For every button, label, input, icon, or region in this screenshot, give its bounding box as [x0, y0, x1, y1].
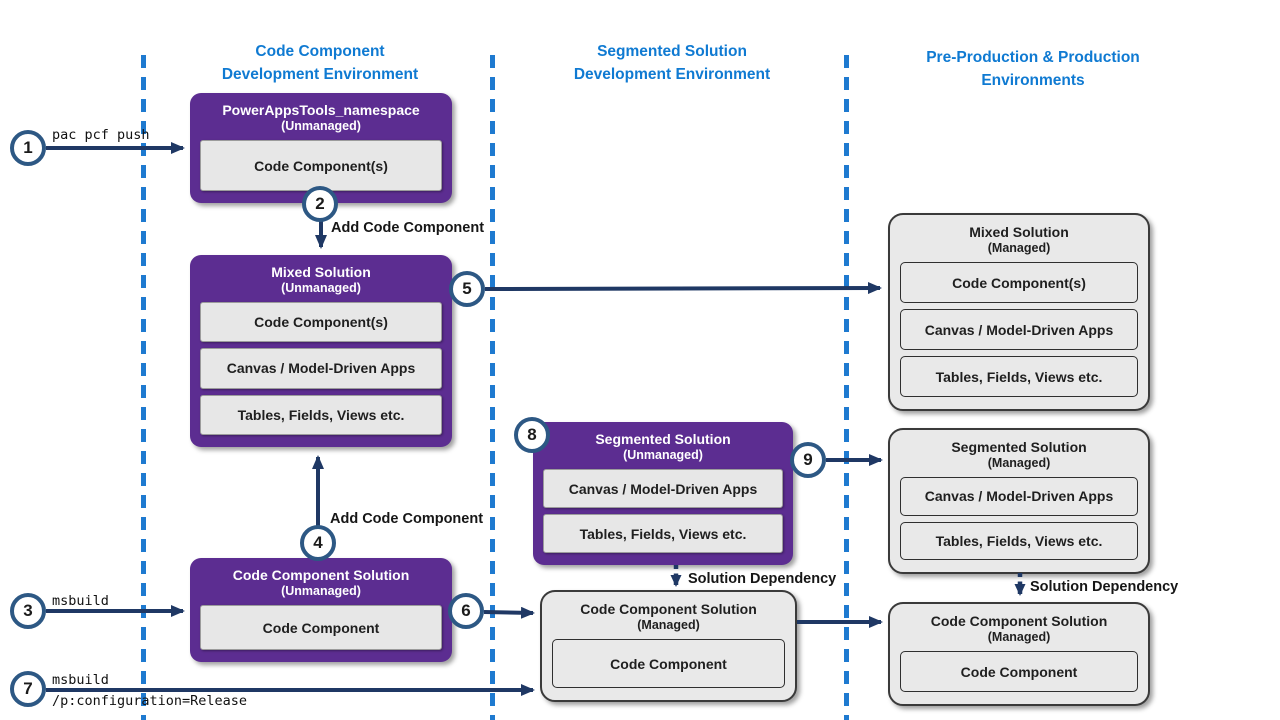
box-subtitle: (Managed) — [987, 241, 1051, 255]
solution-item: Canvas / Model-Driven Apps — [200, 348, 442, 389]
box-subtitle: (Managed) — [987, 630, 1051, 644]
solution-item: Code Component — [552, 639, 785, 688]
box-segmented-solution-unmanaged: Segmented Solution (Unmanaged) Canvas / … — [533, 422, 793, 565]
step-circle-2: 2 — [302, 186, 338, 222]
box-title: Code Component Solution — [232, 567, 410, 583]
label-solution-dependency-right: Solution Dependency — [1030, 579, 1179, 595]
step-circle-3: 3 — [10, 593, 46, 629]
box-title: Code Component Solution — [580, 601, 757, 617]
box-title: Mixed Solution — [271, 264, 371, 280]
column-header-segmented-dev: Segmented Solution Development Environme… — [573, 43, 771, 83]
solution-item: Tables, Fields, Views etc. — [200, 394, 442, 435]
step-circle-6: 6 — [448, 593, 484, 629]
label-msbuild-step7-line1: msbuild — [52, 672, 109, 688]
label-add-code-component-step2: Add Code Component — [331, 220, 485, 236]
solution-item: Canvas / Model-Driven Apps — [900, 477, 1138, 516]
box-subtitle: (Managed) — [637, 618, 700, 632]
label-msbuild-step3: msbuild — [52, 593, 109, 609]
env-divider-middle — [490, 55, 495, 720]
solution-item: Code Component — [900, 651, 1138, 692]
solution-item: Code Component(s) — [200, 302, 442, 343]
box-mixed-solution-managed: Mixed Solution (Managed) Code Component(… — [888, 213, 1150, 411]
box-segmented-solution-managed: Segmented Solution (Managed) Canvas / Mo… — [888, 428, 1150, 574]
column-header-code-component-dev: Code Component Development Environment — [221, 43, 419, 83]
box-subtitle: (Unmanaged) — [281, 119, 361, 133]
box-title: Code Component Solution — [930, 613, 1108, 629]
box-code-component-solution-unmanaged: Code Component Solution (Unmanaged) Code… — [190, 558, 452, 662]
label-solution-dependency-mid: Solution Dependency — [688, 571, 837, 587]
box-code-component-solution-managed-mid: Code Component Solution (Managed) Code C… — [540, 590, 797, 702]
label-msbuild-step7-line2: /p:configuration=Release — [52, 693, 248, 709]
arrow-step5-export-mixed — [484, 282, 882, 295]
env-divider-right — [844, 55, 849, 720]
solution-item: Code Component(s) — [900, 262, 1138, 303]
box-title: PowerAppsTools_namespace — [222, 102, 420, 118]
solution-item: Code Component(s) — [200, 140, 442, 191]
box-mixed-solution-unmanaged: Mixed Solution (Unmanaged) Code Componen… — [190, 255, 452, 447]
label-add-code-component-step4: Add Code Component — [330, 511, 484, 527]
label-msbuild-step7: msbuild /p:configuration=Release — [52, 670, 247, 712]
box-title: Segmented Solution — [595, 431, 731, 447]
solution-item: Code Component — [200, 605, 442, 650]
step-circle-9: 9 — [790, 442, 826, 478]
box-title: Segmented Solution — [951, 439, 1087, 455]
label-pac-pcf-push: pac pcf push — [52, 127, 150, 143]
solution-item: Tables, Fields, Views etc. — [900, 356, 1138, 397]
step-circle-1: 1 — [10, 130, 46, 166]
step-circle-8: 8 — [514, 417, 550, 453]
solution-item: Tables, Fields, Views etc. — [900, 521, 1138, 560]
solution-item: Tables, Fields, Views etc. — [543, 514, 783, 553]
step-circle-7: 7 — [10, 671, 46, 707]
step-circle-4: 4 — [300, 525, 336, 561]
solution-item: Canvas / Model-Driven Apps — [900, 309, 1138, 350]
column-header-preprod-prod: Pre-Production & Production Environments — [926, 49, 1140, 89]
env-divider-left — [141, 55, 146, 720]
box-subtitle: (Unmanaged) — [623, 448, 703, 462]
solution-item: Canvas / Model-Driven Apps — [543, 469, 783, 508]
box-subtitle: (Managed) — [987, 456, 1051, 470]
box-subtitle: (Unmanaged) — [281, 281, 361, 295]
box-code-component-solution-managed-right: Code Component Solution (Managed) Code C… — [888, 602, 1150, 706]
box-title: Mixed Solution — [969, 224, 1069, 240]
step-circle-5: 5 — [449, 271, 485, 307]
box-subtitle: (Unmanaged) — [281, 584, 361, 598]
